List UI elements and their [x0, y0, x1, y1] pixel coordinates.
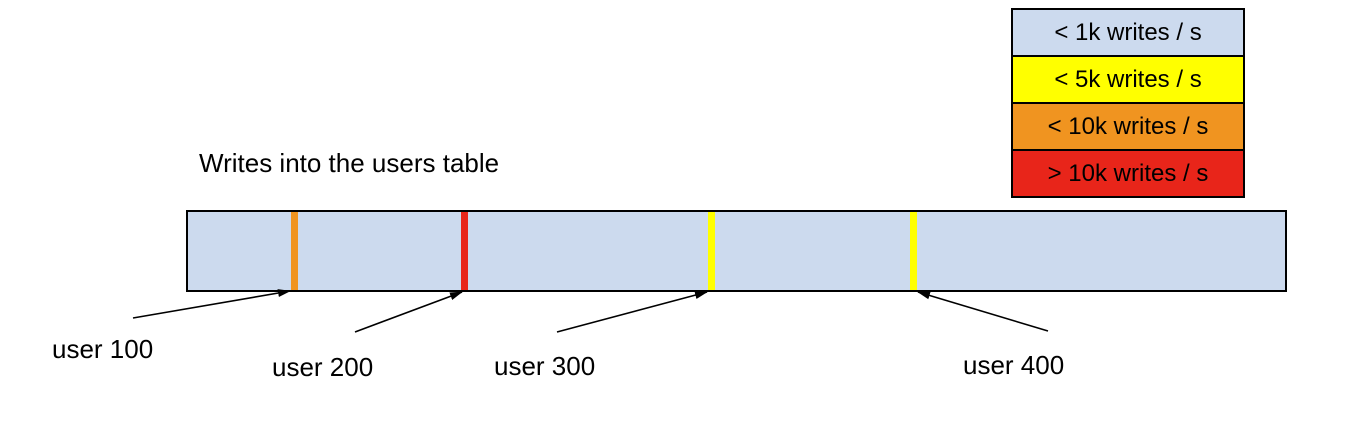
- arrow-user-300: [556, 291, 708, 333]
- legend-item-lt-10k-label: < 10k writes / s: [1047, 112, 1209, 140]
- label-user-100: user 100: [52, 334, 154, 364]
- legend-item-lt-1k-label: < 1k writes / s: [1054, 18, 1202, 46]
- label-user-200: user 200: [272, 352, 374, 382]
- label-user-300: user 300: [494, 351, 596, 381]
- arrow-user-400: [917, 291, 1049, 332]
- diagram-title: Writes into the users table: [199, 148, 500, 178]
- legend-item-lt-5k-label: < 5k writes / s: [1054, 65, 1202, 93]
- users-table-bar: [186, 210, 1287, 292]
- marker-user-200: [461, 212, 468, 290]
- marker-user-400: [910, 212, 917, 290]
- marker-user-100: [291, 212, 298, 290]
- marker-user-300: [708, 212, 715, 290]
- label-user-400: user 400: [963, 350, 1065, 380]
- legend-item-lt-5k: < 5k writes / s: [1013, 57, 1243, 104]
- legend: < 1k writes / s < 5k writes / s < 10k wr…: [1011, 8, 1245, 198]
- legend-item-gt-10k: > 10k writes / s: [1013, 151, 1243, 196]
- arrow-user-100: [132, 289, 291, 319]
- legend-item-lt-1k: < 1k writes / s: [1013, 10, 1243, 57]
- arrow-user-200: [354, 291, 463, 333]
- legend-item-gt-10k-label: > 10k writes / s: [1047, 159, 1209, 187]
- legend-item-lt-10k: < 10k writes / s: [1013, 104, 1243, 151]
